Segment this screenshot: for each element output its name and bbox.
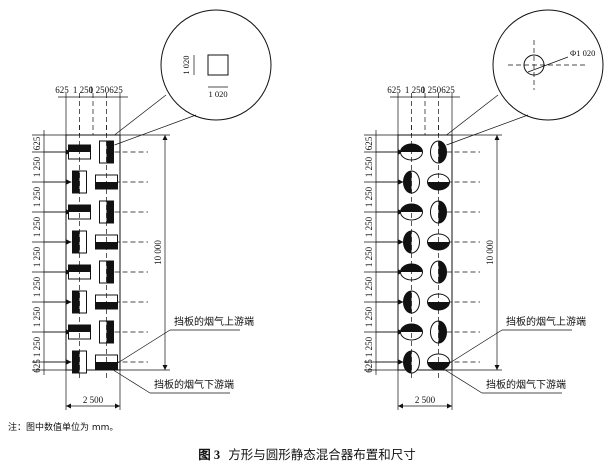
upstream-leader: [446, 329, 503, 366]
row-arrow: [398, 239, 404, 245]
round-baffle-fill: [403, 231, 412, 253]
row-arrow: [66, 239, 72, 245]
height-arrow: [162, 135, 168, 140]
unit-note: 注：图中数值单位为 mm。: [8, 423, 119, 433]
left-dimension-label: 1 250: [364, 246, 374, 267]
square-baffle-fill: [72, 231, 80, 253]
row-arrow: [398, 299, 404, 305]
round-baffle-fill: [438, 201, 447, 223]
square-baffle-fill: [68, 145, 91, 152]
left-dimension-label: 1 250: [364, 336, 374, 357]
left-dimension-label: 625: [32, 136, 42, 150]
left-dimension-label: 1 250: [32, 306, 42, 327]
left-dimension-label: 625: [364, 359, 374, 373]
figure-title: 方形与圆形静态混合器布置和尺寸: [228, 447, 416, 462]
height-dimension-label: 10 000: [153, 240, 163, 265]
left-dimension-label: 625: [364, 136, 374, 150]
square-baffle-fill: [106, 201, 114, 223]
detail-dimension-label: 1 020: [181, 55, 191, 74]
round-baffle-fill: [403, 351, 412, 373]
downstream-leader: [441, 367, 483, 394]
left-dimension-label: 1 250: [364, 216, 374, 237]
square-baffle-fill: [106, 141, 114, 163]
upstream-label: 挡板的烟气上游端: [506, 315, 586, 328]
left-dimension-label: 1 250: [32, 276, 42, 297]
square-baffle-fill: [68, 265, 91, 272]
width-dimension-label: 2 500: [415, 395, 436, 405]
square-baffle-fill: [72, 351, 80, 373]
detail-leader-line: [114, 94, 167, 136]
top-dimension-label: 1 250: [421, 85, 442, 95]
top-dimension-label: 625: [109, 85, 123, 95]
detail-dimension-label: 1 020: [208, 89, 227, 99]
square-baffle-fill: [72, 171, 80, 193]
detail-dimension-label: Φ1 020: [570, 48, 595, 58]
width-arrow: [398, 403, 403, 409]
left-dimension-label: 1 250: [32, 186, 42, 207]
left-dimension-label: 625: [32, 359, 42, 373]
width-arrow: [447, 403, 452, 409]
detail-dim-line: [527, 56, 569, 73]
row-arrow: [66, 299, 72, 305]
downstream-leader: [109, 367, 151, 394]
row-arrow: [398, 179, 404, 185]
top-dimension-label: 625: [441, 85, 455, 95]
downstream-label: 挡板的烟气下游端: [154, 378, 234, 391]
top-dimension-label: 625: [55, 85, 69, 95]
detail-square: [207, 54, 229, 76]
round-baffle-fill: [438, 321, 447, 343]
height-arrow: [162, 365, 168, 370]
row-arrow: [66, 359, 72, 365]
top-dimension-label: 1 250: [405, 85, 426, 95]
left-dimension-label: 1 250: [32, 216, 42, 237]
figure-caption: 图 3 方形与圆形静态混合器布置和尺寸: [0, 444, 614, 463]
detail-leader-line: [446, 94, 499, 136]
round-baffle-fill: [403, 291, 412, 313]
top-dimension-label: 625: [387, 85, 401, 95]
height-arrow: [494, 135, 500, 140]
width-arrow: [115, 403, 120, 409]
round-baffle-fill: [438, 141, 447, 163]
square-baffle-fill: [106, 261, 114, 283]
detail-circle: [160, 9, 272, 121]
square-baffle-fill: [106, 321, 114, 343]
square-baffle-fill: [72, 291, 80, 313]
top-dimension-label: 1 250: [73, 85, 94, 95]
upstream-label: 挡板的烟气上游端: [174, 315, 254, 328]
round-baffle-fill: [400, 144, 423, 152]
round-baffle-fill: [400, 264, 423, 272]
top-dimension-label: 1 250: [89, 85, 110, 95]
row-arrow: [398, 359, 404, 365]
detail-leader-line: [446, 114, 529, 146]
figure-number: 图 3: [198, 448, 221, 462]
upstream-leader: [114, 329, 171, 366]
left-dimension-label: 1 250: [364, 186, 374, 207]
width-arrow: [66, 403, 71, 409]
detail-leader-line: [114, 114, 197, 146]
row-arrow: [66, 179, 72, 185]
height-dimension-label: 10 000: [485, 240, 495, 265]
left-dimension-label: 1 250: [32, 336, 42, 357]
round-baffle-fill: [438, 261, 447, 283]
left-dimension-label: 1 250: [32, 246, 42, 267]
height-arrow: [494, 365, 500, 370]
detail-circle: [492, 9, 604, 121]
round-baffle-fill: [403, 171, 412, 193]
left-dimension-label: 1 250: [32, 156, 42, 177]
left-dimension-label: 1 250: [364, 156, 374, 177]
downstream-label: 挡板的烟气下游端: [486, 378, 566, 391]
left-dimension-label: 1 250: [364, 276, 374, 297]
left-dimension-label: 1 250: [364, 306, 374, 327]
width-dimension-label: 2 500: [83, 395, 104, 405]
